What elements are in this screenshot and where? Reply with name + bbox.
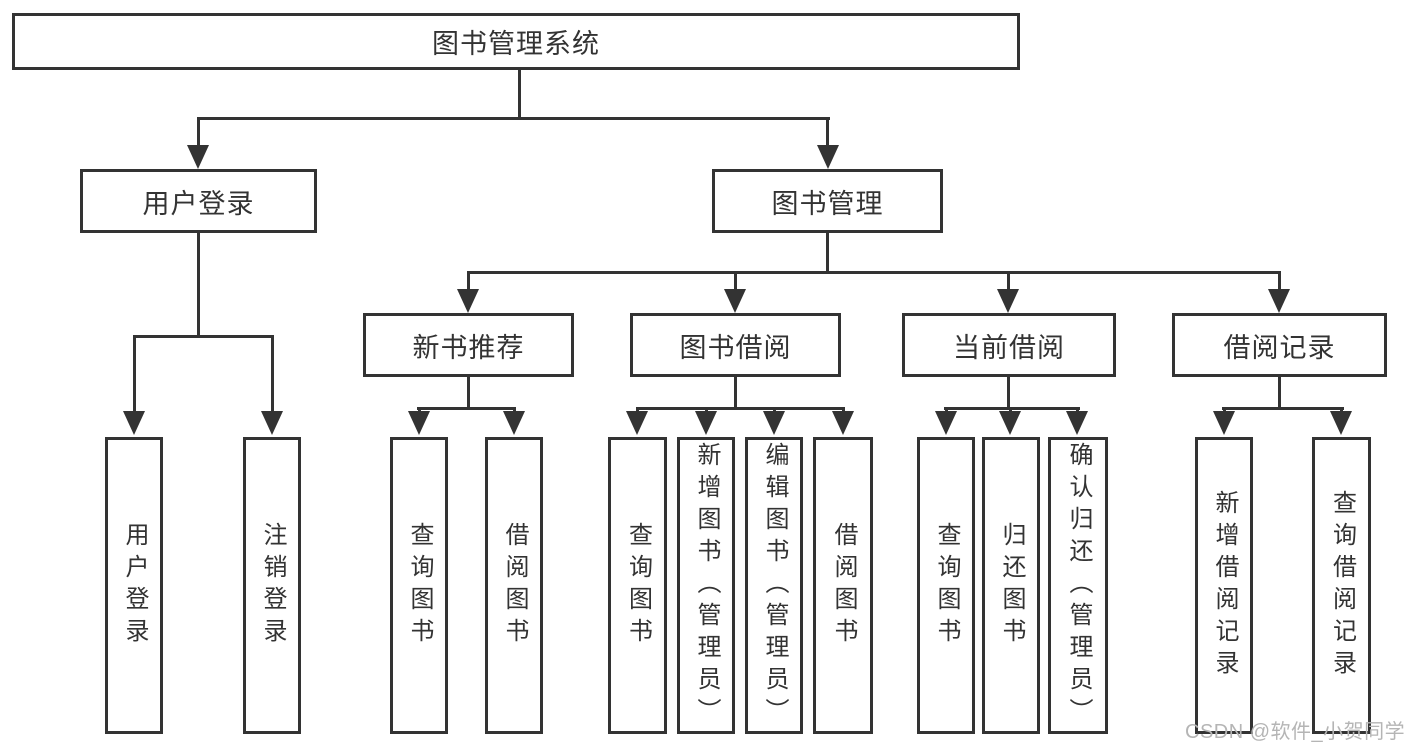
arrow-down-icon bbox=[832, 411, 854, 435]
arrow-down-icon bbox=[1213, 411, 1235, 435]
arrow-down-icon bbox=[123, 411, 145, 435]
connector-line bbox=[826, 117, 829, 148]
arrow-down-icon bbox=[1330, 411, 1352, 435]
connector-line bbox=[734, 271, 737, 291]
node-borrowing-records: 借阅记录 bbox=[1172, 313, 1387, 377]
connector-line bbox=[944, 407, 1080, 410]
leaf-borrow-books-rec: 借阅图书 bbox=[485, 437, 543, 734]
arrow-down-icon bbox=[626, 411, 648, 435]
leaf-user-login: 用户登录 bbox=[105, 437, 163, 734]
leaf-query-borrow-record: 查询借阅记录 bbox=[1312, 437, 1371, 734]
node-label: 查询借阅记录 bbox=[1328, 489, 1356, 682]
connector-line bbox=[197, 117, 200, 148]
connector-line bbox=[1007, 271, 1010, 291]
connector-line bbox=[271, 335, 274, 415]
arrow-down-icon bbox=[1268, 289, 1290, 313]
arrow-down-icon bbox=[695, 411, 717, 435]
connector-line bbox=[1278, 377, 1281, 410]
connector-line bbox=[417, 407, 516, 410]
node-label: 当前借阅 bbox=[953, 332, 1065, 363]
leaf-query-books-rec: 查询图书 bbox=[390, 437, 448, 734]
leaf-add-borrow-record: 新增借阅记录 bbox=[1195, 437, 1253, 734]
arrow-down-icon bbox=[187, 145, 209, 169]
node-label: 归还图书 bbox=[998, 521, 1025, 650]
leaf-borrow-books-borrow: 借阅图书 bbox=[813, 437, 873, 734]
node-label: 查询图书 bbox=[933, 521, 960, 650]
connector-line bbox=[197, 117, 830, 120]
connector-line bbox=[133, 335, 136, 415]
arrow-down-icon bbox=[408, 411, 430, 435]
node-label: 新书推荐 bbox=[412, 332, 525, 363]
connector-line bbox=[467, 377, 470, 410]
node-label: 查询图书 bbox=[406, 521, 433, 650]
arrow-down-icon bbox=[1066, 411, 1088, 435]
connector-line bbox=[133, 335, 274, 338]
arrow-down-icon bbox=[817, 145, 839, 169]
node-label: 借阅图书 bbox=[501, 521, 528, 650]
node-label: 确认归还（管理员） bbox=[1065, 441, 1092, 730]
node-user-login: 用户登录 bbox=[80, 169, 317, 233]
node-label: 图书管理系统 bbox=[432, 29, 600, 59]
node-label: 借阅记录 bbox=[1223, 332, 1336, 363]
arrow-down-icon bbox=[724, 289, 746, 313]
connector-line bbox=[636, 407, 845, 410]
leaf-add-books-admin: 新增图书（管理员） bbox=[677, 437, 735, 734]
node-current-borrowing: 当前借阅 bbox=[902, 313, 1116, 377]
connector-line bbox=[467, 271, 1281, 274]
node-label: 新增借阅记录 bbox=[1211, 489, 1238, 682]
arrow-down-icon bbox=[503, 411, 525, 435]
leaf-return-books: 归还图书 bbox=[982, 437, 1040, 734]
node-label: 借阅图书 bbox=[830, 521, 857, 650]
node-label: 图书借阅 bbox=[679, 332, 792, 363]
node-label: 查询图书 bbox=[624, 521, 652, 650]
node-label: 图书管理 bbox=[771, 188, 884, 219]
arrow-down-icon bbox=[935, 411, 957, 435]
node-book-borrowing: 图书借阅 bbox=[630, 313, 841, 377]
connector-line bbox=[467, 271, 470, 291]
leaf-query-books-borrow: 查询图书 bbox=[608, 437, 667, 734]
arrow-down-icon bbox=[999, 411, 1021, 435]
leaf-query-books-current: 查询图书 bbox=[917, 437, 975, 734]
node-root: 图书管理系统 bbox=[12, 13, 1020, 70]
connector-line bbox=[1222, 407, 1344, 410]
arrow-down-icon bbox=[457, 289, 479, 313]
connector-line bbox=[1007, 377, 1010, 410]
node-label: 用户登录 bbox=[142, 188, 255, 219]
connector-line bbox=[197, 233, 200, 338]
node-label: 新增图书（管理员） bbox=[693, 441, 720, 730]
connector-line bbox=[734, 377, 737, 410]
leaf-logout: 注销登录 bbox=[243, 437, 301, 734]
connector-line bbox=[1278, 271, 1281, 291]
arrow-down-icon bbox=[261, 411, 283, 435]
watermark-text: CSDN @软件_小贺同学 bbox=[1185, 721, 1405, 743]
arrow-down-icon bbox=[997, 289, 1019, 313]
arrow-down-icon bbox=[763, 411, 785, 435]
node-label: 注销登录 bbox=[259, 521, 286, 650]
node-label: 编辑图书（管理员） bbox=[761, 441, 788, 730]
connector-line bbox=[826, 233, 829, 274]
leaf-edit-books-admin: 编辑图书（管理员） bbox=[745, 437, 803, 734]
leaf-confirm-return-admin: 确认归还（管理员） bbox=[1048, 437, 1108, 734]
node-label: 用户登录 bbox=[121, 521, 148, 650]
connector-line bbox=[518, 70, 521, 120]
node-book-mgmt: 图书管理 bbox=[712, 169, 943, 233]
node-new-book-recommend: 新书推荐 bbox=[363, 313, 574, 377]
